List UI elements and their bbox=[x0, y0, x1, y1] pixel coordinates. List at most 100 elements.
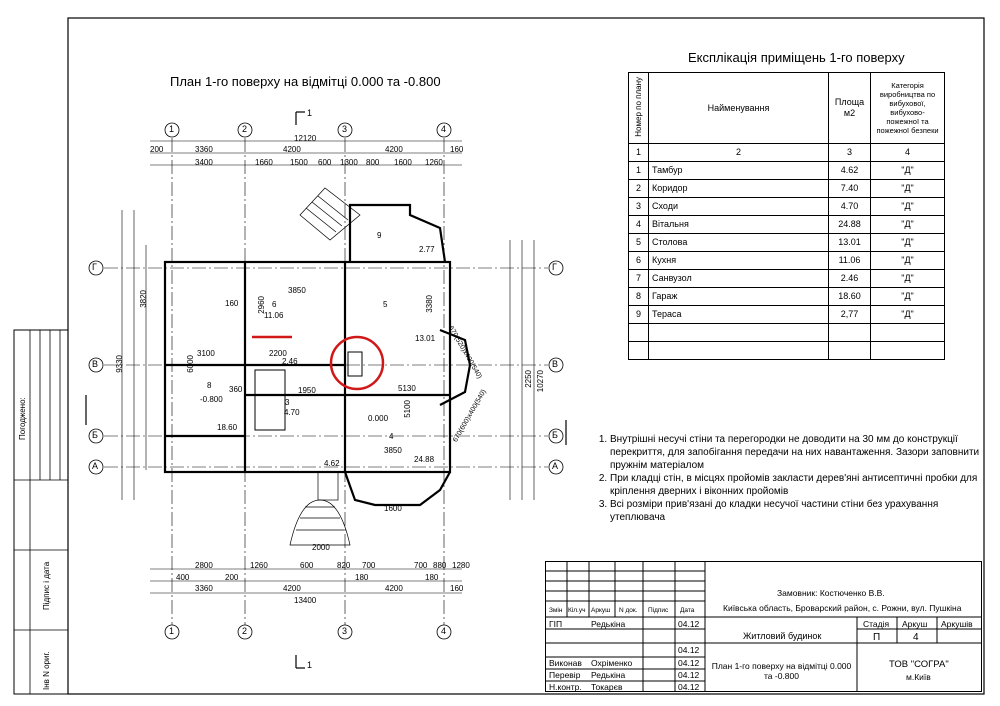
stamp-col-label: Дата bbox=[680, 607, 695, 614]
axis-label: 3 bbox=[342, 626, 348, 636]
axis-label: 2 bbox=[242, 124, 248, 134]
dim: 820 bbox=[337, 561, 351, 570]
chimney bbox=[347, 351, 363, 377]
axis-label: Г bbox=[92, 262, 97, 272]
role-date: 04.12 bbox=[678, 619, 700, 629]
table-cell: "Д" bbox=[870, 233, 945, 252]
plan-title: План 1-го поверху на відмітці 0.000 та -… bbox=[170, 74, 441, 89]
dimension-lines bbox=[121, 140, 535, 594]
axis-label: Г bbox=[552, 262, 557, 272]
room-level: 0.000 bbox=[368, 414, 389, 423]
dim: 12120 bbox=[294, 134, 317, 143]
dim: 6000 bbox=[186, 355, 195, 373]
dim: 2250 bbox=[524, 370, 533, 388]
role-label: Н.контр. bbox=[549, 682, 582, 692]
table-cell: Тамбур bbox=[648, 161, 829, 180]
role-name: Редькіна bbox=[591, 619, 626, 629]
table-cell: "Д" bbox=[870, 215, 945, 234]
room-num: 6 bbox=[272, 300, 277, 309]
customer-label: Замовник: Костюченко В.В. bbox=[777, 588, 885, 598]
table-cell: 9 bbox=[628, 305, 649, 324]
role-name: Редькіна bbox=[591, 670, 626, 680]
section-marks bbox=[85, 111, 567, 669]
dim: 160 bbox=[450, 584, 464, 593]
axis-label: Б bbox=[92, 430, 98, 440]
address-label: Київська область, Броварский район, с. Р… bbox=[723, 603, 962, 613]
table-row bbox=[628, 323, 945, 342]
explication-title: Експлікація приміщень 1-го поверху bbox=[688, 50, 905, 65]
table-cell: 3 bbox=[828, 143, 871, 162]
dim: 13400 bbox=[294, 596, 317, 605]
stage-value: П bbox=[873, 632, 881, 643]
table-cell: 2,77 bbox=[828, 305, 871, 324]
table-cell: 4 bbox=[870, 143, 945, 162]
company-city: м.Київ bbox=[906, 672, 931, 682]
table-cell: 4.62 bbox=[828, 161, 871, 180]
dim: 1600 bbox=[384, 504, 402, 513]
room-area: 4.62 bbox=[324, 459, 340, 468]
role-name: Токарєв bbox=[591, 682, 623, 692]
room-area: 11.06 bbox=[264, 311, 284, 320]
dim: 700 bbox=[362, 561, 376, 570]
dim: 180 bbox=[425, 573, 439, 582]
company-name: ТОВ "СОГРА" bbox=[889, 659, 949, 670]
table-cell: 1 bbox=[628, 161, 649, 180]
table-row bbox=[628, 341, 945, 360]
table-cell: "Д" bbox=[870, 179, 945, 198]
table-cell: Кухня bbox=[648, 251, 829, 270]
room-level: -0.800 bbox=[200, 395, 223, 404]
room-num: 5 bbox=[383, 300, 388, 309]
table-cell: 5 bbox=[628, 233, 649, 252]
dim: 200 bbox=[225, 573, 239, 582]
title-block-lines bbox=[545, 561, 982, 692]
dim: 2200 bbox=[269, 349, 287, 358]
room-num: 8 bbox=[207, 381, 212, 390]
table-cell: 4.70 bbox=[828, 197, 871, 216]
room-area: 4.70 bbox=[284, 408, 300, 417]
table-cell: 7.40 bbox=[828, 179, 871, 198]
dim: 180 bbox=[355, 573, 369, 582]
dim: 10270 bbox=[536, 370, 545, 393]
dim: 400 bbox=[176, 573, 190, 582]
table-cell: 4 bbox=[628, 215, 649, 234]
side-frame bbox=[13, 329, 69, 695]
dim: 1280 bbox=[452, 561, 470, 570]
dim: 9330 bbox=[115, 355, 124, 373]
table-cell: "Д" bbox=[870, 287, 945, 306]
table-cell: Тераса bbox=[648, 305, 829, 324]
dim: 3820 bbox=[139, 290, 148, 308]
table-cell: 13.01 bbox=[828, 233, 871, 252]
table-cell: 1 bbox=[628, 143, 649, 162]
table-cell: Гараж bbox=[648, 287, 829, 306]
dim: 1300 bbox=[340, 158, 358, 167]
stamp-col-label: Змін bbox=[549, 607, 563, 614]
stamp-col-label: Кіл.уч bbox=[568, 607, 586, 614]
dim: 1950 bbox=[298, 386, 316, 395]
room-num: 4 bbox=[389, 432, 394, 441]
dim: 3100 bbox=[197, 349, 215, 358]
dim: 4200 bbox=[283, 584, 301, 593]
table-header-row: Номер по плану Найменування Площа м2 Кат… bbox=[628, 72, 945, 144]
note-item: Всі розміри прив'язані до кладки несучої… bbox=[610, 498, 988, 524]
dim: 4200 bbox=[385, 145, 403, 154]
sheet-label: Аркуш bbox=[902, 619, 928, 629]
dim: 200 bbox=[150, 145, 164, 154]
table-cell: 2.46 bbox=[828, 269, 871, 288]
room-area: 2.77 bbox=[419, 245, 435, 254]
stamp-col-label: Аркуш bbox=[591, 607, 611, 614]
room-area: 24.88 bbox=[414, 455, 435, 464]
role-date: 04.12 bbox=[678, 645, 700, 655]
table-cell: 18.60 bbox=[828, 287, 871, 306]
dim: 1260 bbox=[250, 561, 268, 570]
dim: 1660 bbox=[255, 158, 273, 167]
section-label: 1 bbox=[307, 660, 313, 670]
side-strip-lines bbox=[14, 330, 68, 694]
explication-table: Номер по плану Найменування Площа м2 Кат… bbox=[628, 72, 945, 360]
